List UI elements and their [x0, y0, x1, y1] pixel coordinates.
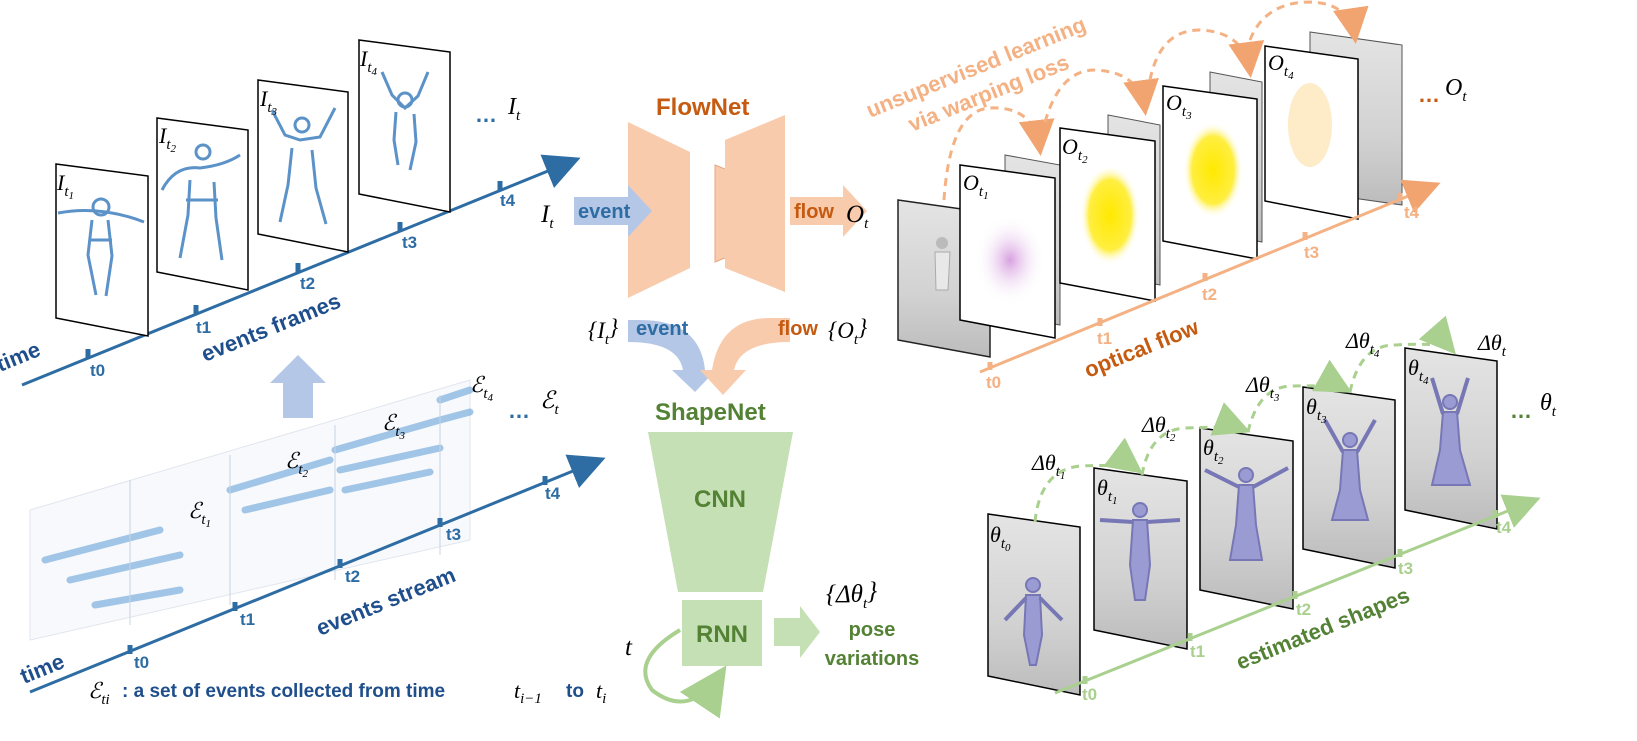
- caption-symbol: ℰti: [88, 678, 110, 708]
- frames-time-label: time: [0, 337, 44, 377]
- stream-time-label: time: [17, 649, 68, 689]
- shapes-tick-4: t4: [1496, 518, 1512, 537]
- flow-label-2: Ot2: [1062, 134, 1088, 166]
- frames-tick-0: t0: [90, 361, 105, 380]
- events-stream-label: events stream: [313, 562, 460, 641]
- flow-tick-0: t0: [986, 373, 1001, 392]
- stream-tick-1: t1: [240, 610, 255, 629]
- delta-label-3: Δθt3: [1245, 372, 1280, 404]
- flow-tick-4: t4: [1404, 203, 1420, 222]
- shapenet-event-label: event: [636, 318, 689, 340]
- frames-tick-3: t3: [402, 233, 417, 252]
- stream-label-2: ℰt2: [285, 448, 309, 480]
- flow-last-label: Ot: [1445, 75, 1467, 105]
- flownet-block: [574, 115, 867, 298]
- rnn-label: RNN: [696, 621, 748, 648]
- event-frame-1: [55, 163, 149, 337]
- flownet-output-symbol: Ot: [846, 201, 869, 232]
- shapenet-output-arrow: [774, 606, 820, 658]
- event-frame-4: [358, 39, 451, 213]
- rnn-time-symbol: t: [625, 634, 633, 661]
- estimated-shapes-group: [987, 315, 1541, 696]
- optical-flow-group: unsupervised learning via warping loss: [863, 0, 1441, 374]
- delta-label-1: Δθt1: [1031, 450, 1065, 482]
- frame-label-4: It4: [359, 46, 378, 78]
- shapes-last-label: θt: [1540, 390, 1557, 420]
- flownet-output-label: flow: [794, 201, 834, 223]
- rnn-loop-arrow: [643, 628, 727, 719]
- shapes-tick-1: t1: [1190, 642, 1205, 661]
- frames-last-label: It: [507, 94, 521, 124]
- flownet-input-symbol: It: [540, 201, 554, 232]
- shape-label-3: θt3: [1306, 394, 1327, 426]
- stream-tick-2: t2: [345, 567, 360, 586]
- flow-label-1: Ot1: [963, 170, 989, 202]
- events-frames-label: events frames: [198, 288, 345, 367]
- flownet-output-arrow: [790, 185, 867, 237]
- caption-to-symbol: ti: [596, 678, 606, 707]
- stream-tick-0: t0: [134, 653, 149, 672]
- rnn-block: [682, 600, 762, 666]
- shapenet-title: ShapeNet: [655, 399, 766, 426]
- caption-from: ti−1: [514, 678, 542, 707]
- event-frame-3: [257, 79, 349, 253]
- shapenet-inputs: [628, 318, 790, 395]
- shapes-tick-2: t2: [1296, 600, 1311, 619]
- shape-label-1: θt1: [1097, 475, 1117, 507]
- caption-text: : a set of events collected from time: [122, 681, 445, 702]
- frames-ellipsis: …: [475, 102, 497, 127]
- shapenet-flow-label: flow: [778, 318, 818, 340]
- stream-label-1: ℰt1: [188, 498, 211, 530]
- flow-tick-1: t1: [1097, 329, 1112, 348]
- delta-label-2: Δθt2: [1141, 412, 1176, 444]
- shapenet-flow-set: {Ot}: [828, 315, 867, 348]
- time-axis-stream: [29, 454, 606, 694]
- delta-last-label: Δθt: [1477, 330, 1507, 360]
- flownet-input-arrow: [574, 185, 652, 237]
- stream-label-3: ℰt3: [382, 410, 406, 442]
- shapenet-event-set: {It}: [588, 315, 618, 348]
- time-axis-frames: [21, 154, 581, 387]
- stream-ellipsis: …: [508, 398, 530, 423]
- caption-to: to: [566, 681, 584, 702]
- frames-tick-4: t4: [500, 191, 516, 210]
- flow-ellipsis: …: [1418, 82, 1440, 107]
- frames-tick-1: t1: [196, 318, 211, 337]
- shape-label-2: θt2: [1203, 435, 1224, 467]
- flownet-title: FlowNet: [656, 94, 749, 121]
- cnn-block: [648, 432, 793, 592]
- pose-label-2: variations: [825, 648, 919, 670]
- pose-label-1: pose: [849, 619, 896, 641]
- cnn-label: CNN: [694, 486, 746, 513]
- up-arrow: [270, 355, 326, 418]
- stream-tick-4: t4: [545, 484, 561, 503]
- shapenet-output-set: {Δθt}: [826, 578, 877, 612]
- flow-label-3: Ot3: [1166, 90, 1192, 122]
- frame-label-3: It3: [259, 86, 278, 118]
- stream-tick-3: t3: [446, 525, 461, 544]
- flow-label-4: Ot4: [1268, 50, 1294, 82]
- shape-label-0: θt0: [990, 522, 1011, 554]
- shapes-tick-0: t0: [1082, 685, 1097, 704]
- shapes-ellipsis: …: [1510, 398, 1532, 423]
- event-frame-2: [156, 117, 249, 291]
- flow-tick-2: t2: [1202, 285, 1217, 304]
- events-stream-group: [29, 379, 606, 694]
- delta-label-4: Δθt4: [1345, 328, 1380, 360]
- frame-label-2: It2: [158, 123, 177, 155]
- frame-label-1: It1: [56, 170, 74, 202]
- shapes-tick-3: t3: [1398, 559, 1413, 578]
- flow-tick-3: t3: [1304, 243, 1319, 262]
- stream-last-label: ℰt: [540, 388, 560, 418]
- events-frames-group: [21, 39, 581, 418]
- stream-label-4: ℰt4: [470, 372, 494, 404]
- shape-label-4: θt4: [1408, 355, 1429, 387]
- flownet-input-label: event: [578, 201, 631, 223]
- frames-tick-2: t2: [300, 274, 315, 293]
